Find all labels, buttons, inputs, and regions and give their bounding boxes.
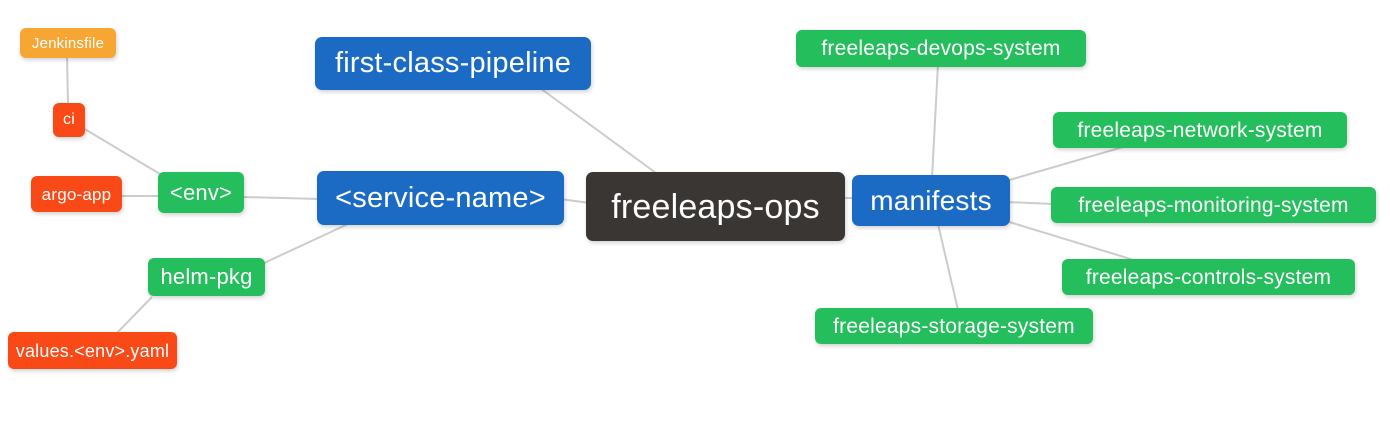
- edge-service-name-root: [559, 198, 591, 204]
- node-freeleaps-controls-system[interactable]: freeleaps-controls-system: [1062, 259, 1355, 295]
- edge-ci-env: [82, 127, 171, 181]
- edge-env-service-name: [241, 196, 321, 200]
- node-freeleaps-network-system[interactable]: freeleaps-network-system: [1053, 112, 1347, 148]
- edge-manifests-monitoring: [1005, 201, 1055, 205]
- node-freeleaps-devops-system[interactable]: freeleaps-devops-system: [796, 30, 1086, 67]
- node-freeleaps-monitoring-system[interactable]: freeleaps-monitoring-system: [1051, 187, 1376, 223]
- node-root-freeleaps-ops[interactable]: freeleaps-ops: [586, 172, 845, 241]
- node-helm-pkg[interactable]: helm-pkg: [148, 258, 265, 296]
- edge-manifests-storage: [937, 223, 959, 311]
- node-ci[interactable]: ci: [53, 103, 85, 137]
- node-values-env-yaml[interactable]: values.<env>.yaml: [8, 332, 177, 369]
- edge-pipeline-root: [539, 87, 661, 177]
- edge-manifests-devops: [931, 63, 939, 179]
- node-manifests[interactable]: manifests: [852, 175, 1010, 226]
- node-env[interactable]: <env>: [158, 172, 244, 213]
- edge-helm-pkg-service-name: [261, 223, 349, 265]
- node-first-class-pipeline[interactable]: first-class-pipeline: [315, 37, 591, 90]
- node-freeleaps-storage-system[interactable]: freeleaps-storage-system: [815, 308, 1093, 344]
- node-jenkinsfile[interactable]: Jenkinsfile: [20, 28, 116, 58]
- edge-values-helm-pkg: [113, 296, 153, 337]
- node-service-name[interactable]: <service-name>: [317, 171, 564, 225]
- edge-manifests-controls: [1005, 220, 1138, 262]
- node-argo-app[interactable]: argo-app: [31, 176, 122, 212]
- edge-jenkinsfile-ci: [66, 54, 69, 107]
- edge-manifests-network: [1005, 144, 1131, 182]
